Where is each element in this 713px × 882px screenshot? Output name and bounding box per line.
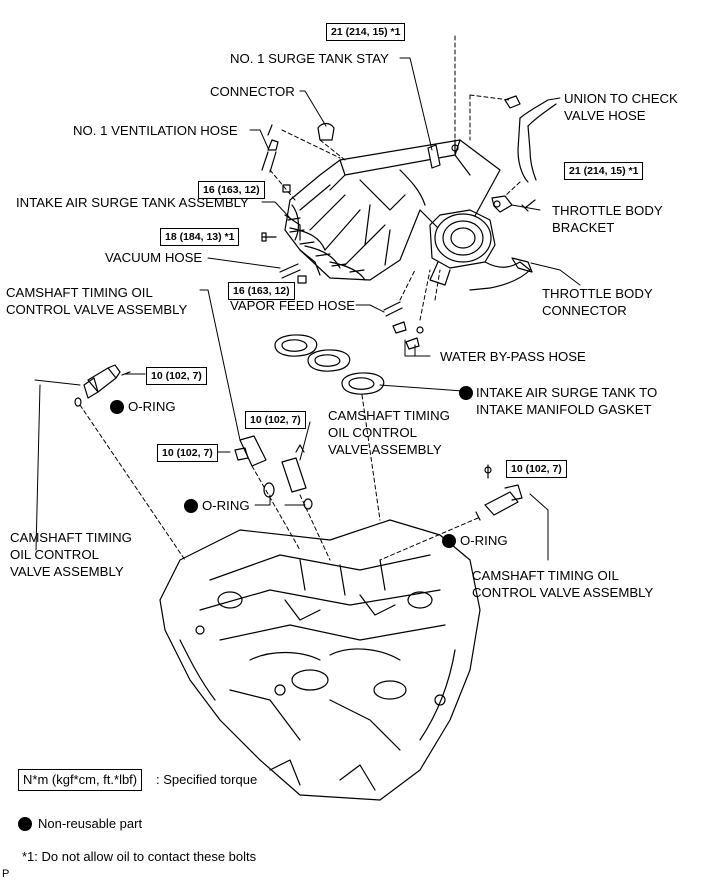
bolts-drawing [261, 184, 536, 284]
label-cam-valve-right-1: CAMSHAFT TIMING OIL [472, 568, 619, 583]
torque-box-1: 21 (214, 15) *1 [326, 23, 406, 41]
legend-torque-text: : Specified torque [156, 772, 258, 787]
intake-surge-tank-drawing [284, 139, 533, 291]
legend-torque-box: N*m (kgf*cm, ft.*lbf) [18, 769, 143, 791]
label-cam-valve-left-1: CAMSHAFT TIMING [10, 530, 132, 545]
label-water-bypass-hose: WATER BY-PASS HOSE [440, 349, 586, 364]
nonreusable-mark-oring-3 [442, 534, 456, 548]
torque-box-6: 10 (102, 7) [146, 367, 207, 385]
label-intake-surge-tank: INTAKE AIR SURGE TANK ASSEMBLY [16, 195, 249, 210]
label-ventilation-hose: NO. 1 VENTILATION HOSE [73, 123, 238, 138]
torque-box-5: 16 (163, 12) [228, 282, 295, 300]
label-connector: CONNECTOR [210, 84, 295, 99]
leader-lines [34, 57, 581, 561]
label-throttle-connector-2: CONNECTOR [542, 303, 627, 318]
label-throttle-connector-1: THROTTLE BODY [542, 286, 653, 301]
surge-tank-stay-drawing [427, 139, 459, 169]
torque-box-2: 21 (214, 15) *1 [564, 162, 644, 180]
nonreusable-mark-gasket [459, 386, 473, 400]
label-cam-valve-left-3: VALVE ASSEMBLY [10, 564, 124, 579]
label-cam-valve-top-1: CAMSHAFT TIMING OIL [6, 285, 153, 300]
label-o-ring-3: O-RING [460, 533, 508, 548]
label-cam-valve-top-2: CONTROL VALVE ASSEMBLY [6, 302, 188, 317]
label-gasket-1: INTAKE AIR SURGE TANK TO [476, 385, 658, 400]
corner-mark: P [2, 868, 10, 880]
gaskets-drawing [274, 334, 385, 395]
label-cam-valve-mid-2: OIL CONTROL [328, 425, 417, 440]
label-vacuum-hose: VACUUM HOSE [105, 250, 203, 265]
label-cam-valve-mid-3: VALVE ASSEMBLY [328, 442, 442, 457]
torque-box-9: 10 (102, 7) [506, 460, 567, 478]
cam-valve-right-drawing [475, 464, 523, 521]
label-cam-valve-mid-1: CAMSHAFT TIMING [328, 408, 450, 423]
label-cam-valve-right-2: CONTROL VALVE ASSEMBLY [472, 585, 654, 600]
label-surge-tank-stay: NO. 1 SURGE TANK STAY [230, 51, 389, 66]
legend-nonreusable-mark [18, 817, 32, 831]
connector-drawing [317, 122, 335, 141]
label-gasket-2: INTAKE MANIFOLD GASKET [476, 402, 652, 417]
label-union-to-check-2: VALVE HOSE [564, 108, 646, 123]
label-throttle-bracket-1: THROTTLE BODY [552, 203, 663, 218]
ventilation-hose-drawing [261, 124, 279, 173]
torque-box-3: 16 (163, 12) [198, 181, 265, 199]
torque-box-7: 10 (102, 7) [245, 411, 306, 429]
torque-box-8: 10 (102, 7) [157, 444, 218, 462]
torque-box-4: 18 (184, 13) *1 [160, 228, 240, 246]
dashed-alignment-lines [79, 35, 521, 561]
nonreusable-mark-oring-1 [110, 400, 124, 414]
small-hoses-drawing [279, 263, 424, 350]
union-hose-drawing [504, 95, 557, 183]
engine-block-drawing [159, 519, 481, 801]
label-cam-valve-left-2: OIL CONTROL [10, 547, 99, 562]
nonreusable-mark-oring-2 [184, 499, 198, 513]
label-union-to-check-1: UNION TO CHECK [564, 91, 678, 106]
cam-valve-left-drawing [74, 364, 131, 407]
legend-note: *1: Do not allow oil to contact these bo… [22, 849, 257, 864]
cam-valve-mid-drawing [234, 435, 313, 510]
label-vapor-feed-hose: VAPOR FEED HOSE [230, 298, 356, 313]
label-o-ring-2: O-RING [202, 498, 250, 513]
label-o-ring-1: O-RING [128, 399, 176, 414]
label-throttle-bracket-2: BRACKET [552, 220, 615, 235]
legend-nonreusable-text: Non-reusable part [38, 816, 143, 831]
